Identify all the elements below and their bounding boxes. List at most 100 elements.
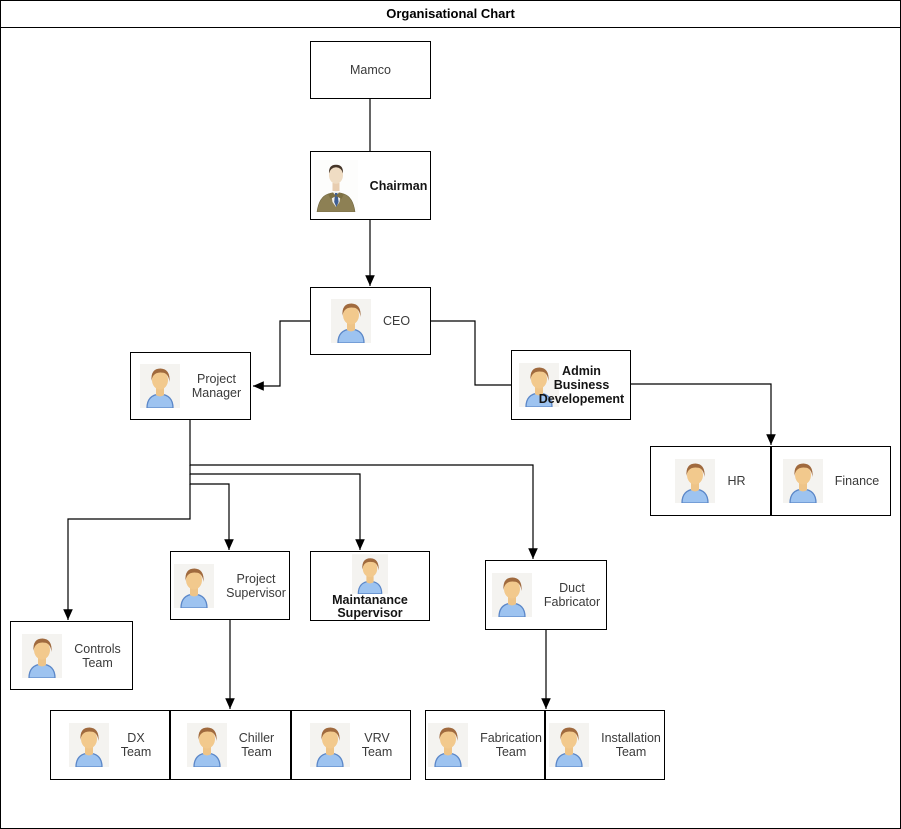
person-icon-holder	[22, 633, 63, 679]
node-label-line: Duct	[559, 581, 585, 595]
node-label-line: Mamco	[350, 63, 391, 77]
person-icon	[139, 364, 180, 409]
person-icon	[22, 633, 63, 679]
node-label-line: Team	[82, 655, 113, 670]
node-label-line: Chairman	[369, 178, 428, 193]
person-icon	[68, 723, 109, 768]
org-node-ceo[interactable]: CEO	[310, 287, 431, 355]
person-icon	[352, 554, 388, 595]
node-label: HR	[727, 474, 745, 488]
connector-ceo-to-admin	[431, 320, 511, 386]
org-node-finance[interactable]: Finance	[771, 446, 891, 516]
person-icon	[186, 723, 227, 768]
person-icon-holder	[309, 723, 350, 768]
person-icon	[519, 363, 559, 408]
node-label-line: Admin	[562, 364, 601, 378]
node-label-line: Business	[553, 378, 610, 392]
node-label-line: Team	[495, 745, 527, 759]
node-label-line: Chiller	[238, 731, 275, 745]
node-label-line: Supervisor	[337, 606, 403, 620]
node-label-line: Fabricator	[543, 595, 601, 609]
person-icon-holder	[549, 723, 590, 768]
person-icon-holder	[675, 459, 716, 504]
node-label-line: Project	[236, 571, 276, 586]
chairman-photo-icon	[313, 159, 358, 212]
person-icon	[174, 563, 215, 609]
person-icon-holder	[491, 573, 532, 618]
node-label-line: Team	[120, 745, 152, 759]
node-label: Finance	[835, 474, 879, 488]
org-node-chairman[interactable]: Chairman	[310, 151, 431, 220]
person-icon-holder	[352, 554, 388, 595]
node-label-line: Fabrication	[480, 731, 542, 745]
node-label: CEO	[383, 314, 410, 328]
person-icon-holder	[519, 363, 559, 408]
node-label: Chairman	[370, 179, 428, 193]
node-label-line: Supervisor	[226, 585, 286, 600]
node-label-line: Maintanance	[332, 593, 408, 607]
person-icon-holder	[186, 723, 227, 768]
node-label-line: DX	[127, 731, 145, 745]
node-label-line: CEO	[382, 314, 411, 328]
chart-title-bar: Organisational Chart	[0, 0, 901, 28]
node-label-line: Project	[197, 372, 236, 386]
org-node-mamco[interactable]: Mamco	[310, 41, 431, 99]
person-icon	[428, 723, 469, 768]
node-label-line: Controls	[74, 641, 121, 656]
page-title: Organisational Chart	[386, 6, 515, 21]
node-label-line: Team	[361, 745, 393, 759]
person-icon-holder	[782, 459, 823, 504]
connector-ceo-to-project-manager	[253, 320, 310, 391]
node-label-line: Team	[241, 745, 272, 759]
node-label-line: VRV	[364, 731, 390, 745]
node-label-line: Team	[615, 745, 647, 759]
person-icon-holder	[428, 723, 469, 768]
person-icon	[675, 459, 716, 504]
person-icon-holder	[330, 299, 371, 344]
person-icon-holder	[139, 364, 180, 409]
node-label-line: Developement	[538, 392, 625, 406]
person-icon-holder	[68, 723, 109, 768]
person-icon	[491, 573, 532, 618]
person-icon-holder	[174, 563, 215, 609]
person-icon	[782, 459, 823, 504]
connector-pm-to-project-supervisor	[189, 474, 234, 550]
node-label: Mamco	[350, 63, 391, 77]
person-icon	[549, 723, 590, 768]
chairman-icon-holder	[313, 159, 358, 212]
node-label-line: HR	[727, 474, 746, 488]
node-label-line: Manager	[191, 386, 242, 400]
node-label-line: Installation	[601, 731, 661, 745]
node-label-line: Finance	[834, 474, 880, 488]
connector-admin-to-hr-finance	[630, 383, 776, 445]
connector-pm-to-controls-team	[63, 484, 191, 620]
person-icon	[309, 723, 350, 768]
person-icon	[330, 299, 371, 344]
connector-pm-to-duct-fabricator	[189, 420, 538, 559]
org-node-hr[interactable]: HR	[650, 446, 771, 516]
